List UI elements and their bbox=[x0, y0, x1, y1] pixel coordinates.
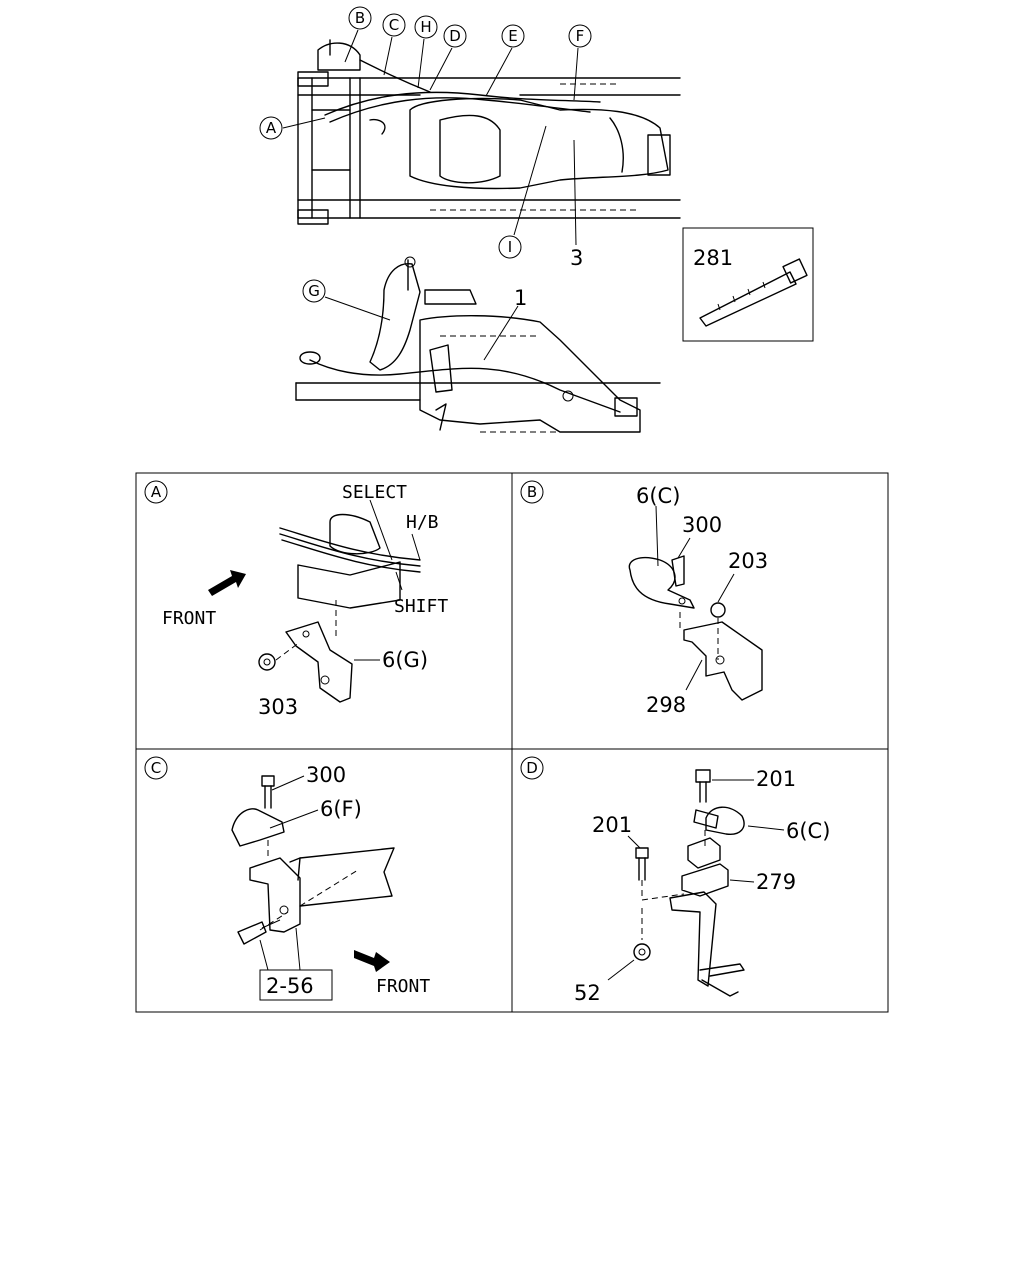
panel-d-tag: D bbox=[526, 759, 538, 777]
part-6f-label: 6(F) bbox=[320, 797, 362, 821]
ref-2-56: 2-56 bbox=[266, 974, 314, 998]
part-201-label-top: 201 bbox=[756, 767, 796, 791]
front-arrow-c bbox=[354, 950, 390, 972]
top-view-chassis bbox=[297, 39, 681, 225]
callout-d: D bbox=[443, 24, 467, 48]
panel-d: D 201 6(C) 279 201 52 bbox=[520, 756, 830, 1005]
part-279-label: 279 bbox=[756, 870, 796, 894]
svg-text:B: B bbox=[355, 9, 365, 27]
panel-a: A SELECT H/B SHIFT FRONT 6(G) 303 bbox=[144, 480, 448, 719]
part-6g-label: 6(G) bbox=[382, 648, 428, 672]
part-52-label: 52 bbox=[574, 981, 601, 1005]
part-3-label: 3 bbox=[570, 246, 583, 270]
svg-text:F: F bbox=[576, 27, 585, 45]
part-281-label: 281 bbox=[693, 246, 733, 270]
callout-h: H bbox=[414, 15, 438, 39]
panel-c-tag: C bbox=[151, 759, 161, 777]
callout-e: E bbox=[501, 24, 525, 48]
part-303-label-a: 303 bbox=[258, 695, 298, 719]
callout-i: I bbox=[498, 235, 522, 259]
svg-text:H: H bbox=[420, 18, 431, 36]
panel-c: C 300 6(F) 2-56 FRONT bbox=[144, 756, 430, 1001]
svg-text:D: D bbox=[449, 27, 461, 45]
front-label-c: FRONT bbox=[376, 976, 430, 997]
select-label: SELECT bbox=[342, 482, 407, 503]
callout-b: B bbox=[348, 6, 372, 30]
leader-1 bbox=[483, 305, 519, 361]
panel-b: B 6(C) 300 203 298 bbox=[520, 480, 768, 717]
callout-f: F bbox=[568, 24, 592, 48]
part-203-label-b: 203 bbox=[728, 549, 768, 573]
part-300-label-c: 300 bbox=[306, 763, 346, 787]
side-view-chassis bbox=[295, 256, 661, 433]
callout-a: A bbox=[259, 116, 283, 140]
callout-c: C bbox=[382, 13, 406, 37]
part-6c-label-d: 6(C) bbox=[786, 819, 830, 843]
detail-grid bbox=[135, 472, 889, 1013]
part-1-label: 1 bbox=[514, 286, 527, 310]
part-300-label-b: 300 bbox=[682, 513, 722, 537]
part-201-label-left: 201 bbox=[592, 813, 632, 837]
svg-text:A: A bbox=[266, 119, 277, 137]
svg-text:C: C bbox=[389, 16, 399, 34]
part-298-label: 298 bbox=[646, 693, 686, 717]
part-6c-label-b: 6(C) bbox=[636, 484, 680, 508]
hb-label: H/B bbox=[406, 512, 439, 533]
shift-label: SHIFT bbox=[394, 596, 448, 617]
svg-text:G: G bbox=[308, 282, 320, 300]
front-label-a: FRONT bbox=[162, 608, 216, 629]
front-arrow-a bbox=[208, 570, 246, 596]
callout-g: G bbox=[302, 279, 326, 303]
panel-b-tag: B bbox=[527, 483, 537, 501]
leader-g bbox=[324, 296, 391, 321]
top-view-leaders bbox=[282, 29, 579, 246]
part-281-box: 281 bbox=[682, 227, 814, 342]
svg-text:I: I bbox=[508, 238, 512, 256]
panel-a-tag: A bbox=[151, 483, 162, 501]
svg-text:E: E bbox=[508, 27, 517, 45]
